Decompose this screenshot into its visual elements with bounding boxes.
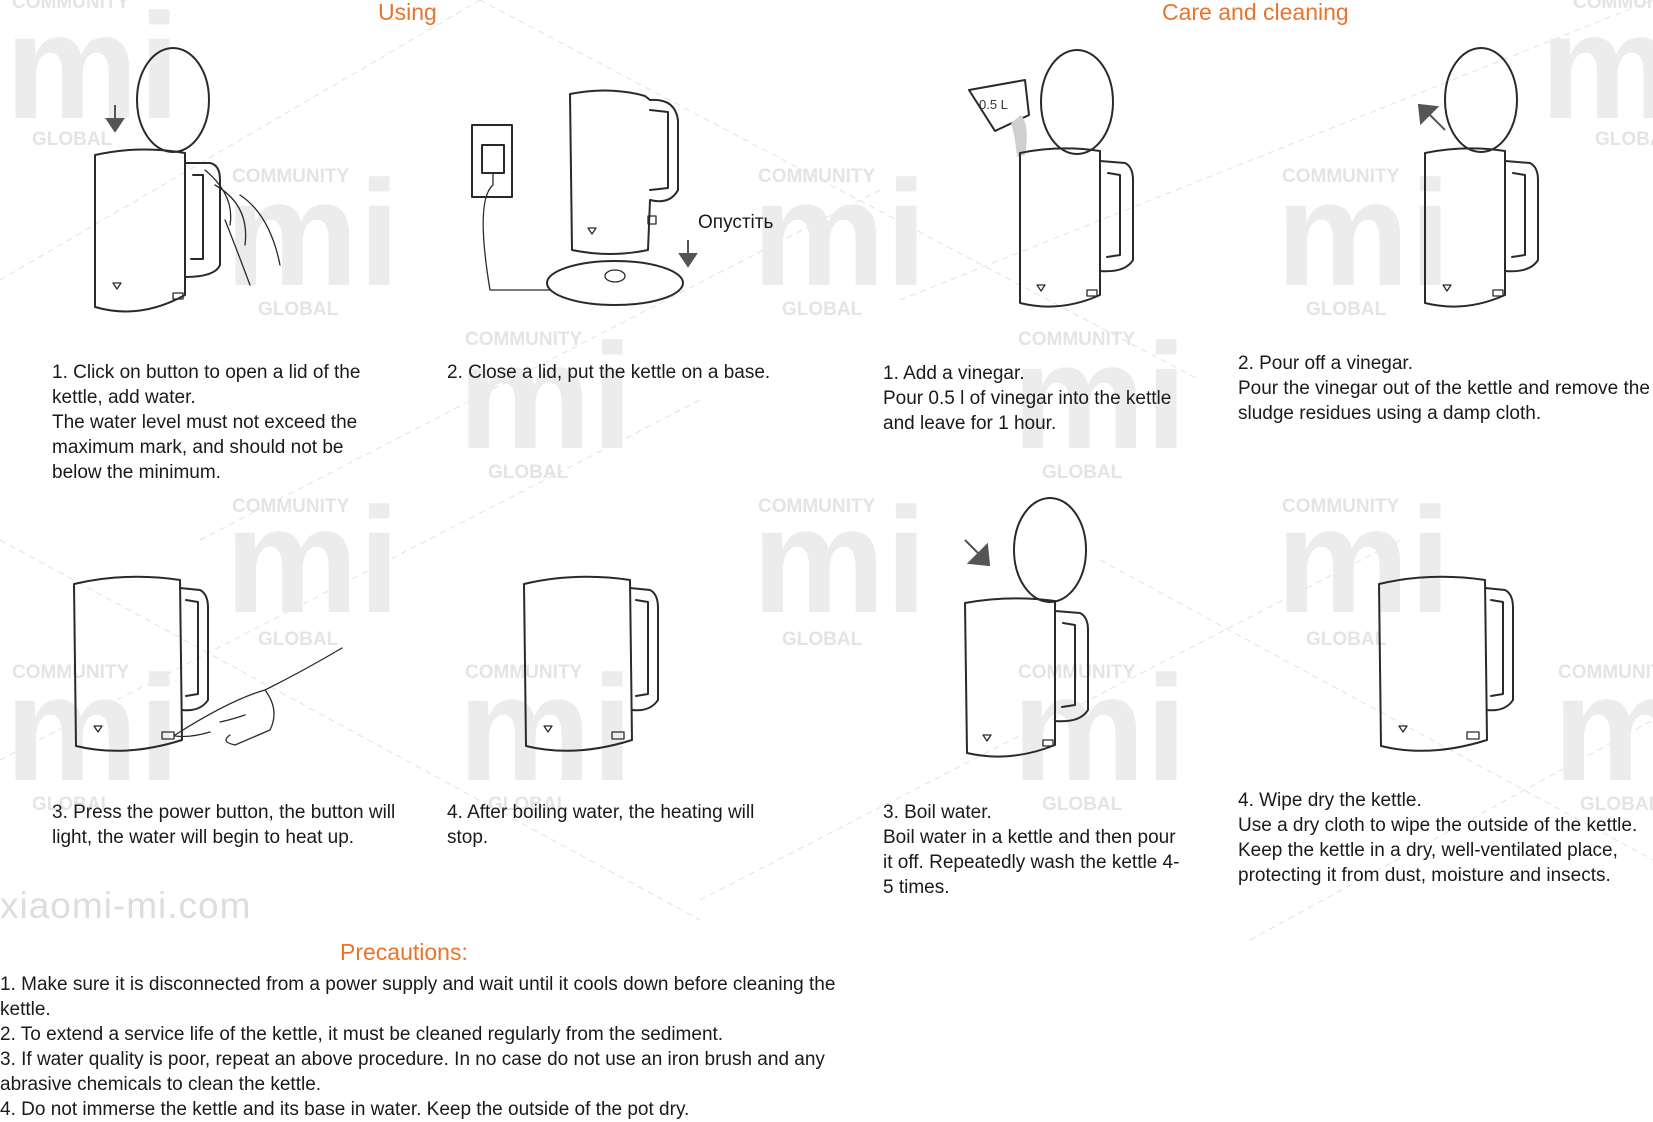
kettle-closed: [569, 89, 679, 255]
illustration-boil-water: [964, 497, 1089, 758]
watermark-community: COMMUNITY: [1558, 662, 1653, 683]
using-step-4: 4. After boiling water, the heating will…: [447, 800, 777, 850]
power-button: [161, 731, 175, 740]
illustration-wipe-dry: [1378, 575, 1514, 752]
watermark-community: COMMUNITY: [1282, 496, 1399, 517]
using-heading: Using: [378, 0, 437, 25]
step-line: Keep the kettle in a dry, well-ventilate…: [1238, 840, 1618, 886]
mi-logo-icon: [982, 734, 992, 742]
kettle-body: [73, 575, 183, 752]
illustration-add-vinegar: 0.5 L: [968, 49, 1134, 308]
kettle-body: [1424, 147, 1506, 308]
illustration-press-button: [73, 575, 343, 752]
arrow-up-left-icon: [1417, 103, 1446, 131]
care-heading: Care and cleaning: [1162, 0, 1349, 25]
step-line: 1. Add a vinegar.: [883, 363, 1025, 384]
kettle-lid: [136, 47, 210, 153]
precautions-heading: Precautions:: [340, 939, 468, 965]
site-watermark: xiaomi-mi.com: [0, 885, 252, 926]
cup-volume-label: 0.5 L: [979, 97, 1008, 112]
power-button: [1466, 731, 1480, 740]
watermark-tile-3: COMMUNITY mi GLOBAL: [458, 312, 633, 483]
watermark-community: COMMUNITY: [232, 496, 349, 517]
precaution-item: 2. To extend a service life of the kettl…: [0, 1024, 724, 1045]
power-button: [611, 731, 625, 740]
step-line: 2. Pour off a vinegar.: [1238, 353, 1413, 374]
illustration-heating-stop: [523, 575, 659, 752]
watermark-community: COMMUNITY: [1018, 329, 1135, 350]
kettle-lid: [1013, 497, 1087, 603]
illustration-on-base: Опустіть: [471, 89, 773, 306]
kettle-body: [1378, 575, 1488, 752]
kettle-body: [964, 597, 1056, 758]
using-step-1: 1. Click on button to open a lid of the …: [52, 360, 397, 485]
vinegar-stream: [1011, 115, 1027, 157]
care-step-4: 4. Wipe dry the kettle. Use a dry cloth …: [1238, 788, 1650, 888]
step-line: 3. Boil water.: [883, 802, 992, 823]
watermark-community: COMMUNITY: [12, 0, 129, 13]
precaution-item: 1. Make sure it is disconnected from a p…: [0, 974, 836, 1020]
wall-socket: [471, 124, 513, 198]
arrow-down-icon: [678, 240, 698, 268]
step-line: 4. After boiling water, the heating will…: [447, 802, 755, 848]
watermark-global: GLOBAL: [782, 629, 863, 650]
step-line: 1. Click on button to open a lid of the …: [52, 362, 361, 408]
step-line: Pour 0.5 l of vinegar into the kettle an…: [883, 388, 1172, 434]
step-line: Boil water in a kettle and then pour it …: [883, 827, 1180, 898]
care-step-3: 3. Boil water. Boil water in a kettle an…: [883, 800, 1183, 900]
mi-logo-icon: [93, 725, 103, 733]
step-line: 4. Wipe dry the kettle.: [1238, 790, 1422, 811]
watermark-logo: mi: [458, 312, 633, 480]
illustration-open-lid: [94, 47, 281, 313]
care-step-1: 1. Add a vinegar. Pour 0.5 l of vinegar …: [883, 361, 1173, 436]
watermark-community: COMMUNITY: [1573, 0, 1653, 13]
mi-logo-icon: [543, 725, 553, 733]
kettle-body: [1019, 147, 1101, 308]
kettle-body: [523, 575, 633, 752]
watermark-community: COMMUNITY: [758, 496, 875, 517]
mi-logo-icon: [112, 282, 122, 290]
watermark-global: GLOBAL: [1595, 129, 1653, 150]
care-step-2: 2. Pour off a vinegar. Pour the vinegar …: [1238, 351, 1650, 426]
lower-label: Опустіть: [698, 212, 773, 233]
precautions-list: 1. Make sure it is disconnected from a p…: [0, 972, 880, 1122]
mi-logo-icon: [587, 227, 597, 235]
watermark-global: GLOBAL: [488, 462, 569, 483]
kettle-lid: [1040, 49, 1114, 155]
using-step-2: 2. Close a lid, put the kettle on a base…: [447, 360, 777, 385]
step-line: Use a dry cloth to wipe the outside of t…: [1238, 815, 1638, 836]
step-line: 3. Press the power button, the button wi…: [52, 802, 396, 848]
mi-logo-icon: [1398, 725, 1408, 733]
illustration-pour-off: [1417, 47, 1539, 308]
step-line: The water level must not exceed the maxi…: [52, 412, 358, 483]
kettle-body: [94, 148, 186, 313]
watermark-logo: mi: [1553, 644, 1653, 812]
kettle-base: [546, 260, 684, 306]
measuring-cup: [968, 79, 1030, 132]
step-line: Pour the vinegar out of the kettle and r…: [1238, 378, 1650, 424]
mi-logo-icon: [1442, 284, 1452, 292]
mi-logo-icon: [1036, 284, 1046, 292]
watermark-global: GLOBAL: [1042, 462, 1123, 483]
precaution-item: 4. Do not immerse the kettle and its bas…: [0, 1099, 690, 1120]
watermark-global: GLOBAL: [1306, 299, 1387, 320]
watermark-logo: mi: [752, 476, 927, 644]
step-line: 2. Close a lid, put the kettle on a base…: [447, 362, 771, 383]
kettle-lid: [1444, 47, 1518, 153]
arrow-down-right-icon: [964, 539, 991, 567]
watermark-community: COMMUNITY: [465, 329, 582, 350]
watermark-community: COMMUNITY: [1282, 166, 1399, 187]
using-step-3: 3. Press the power button, the button wi…: [52, 800, 402, 850]
watermark-tile-9: COMMUNITY mi GLOBAL: [752, 476, 927, 650]
arrow-down-icon: [105, 105, 125, 133]
precaution-item: 3. If water quality is poor, repeat an a…: [0, 1049, 825, 1095]
